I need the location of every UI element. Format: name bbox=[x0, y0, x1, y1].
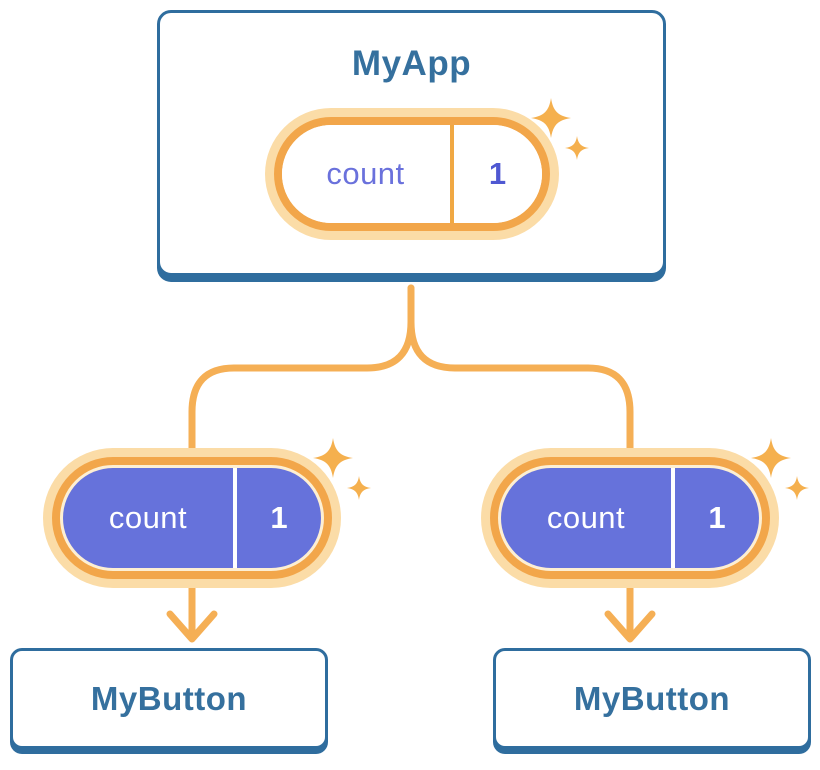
arrowhead-right-icon bbox=[604, 610, 656, 643]
state-name-label: count bbox=[108, 500, 188, 535]
state-value-label: 1 bbox=[270, 500, 288, 535]
root-component-card: MyApp count 1 bbox=[157, 10, 666, 276]
pill-halo: count 1 bbox=[264, 108, 559, 240]
pill-divider bbox=[233, 468, 237, 568]
connector-branch-left bbox=[188, 284, 415, 639]
pill-halo: count 1 bbox=[43, 448, 341, 588]
state-value-label: 1 bbox=[488, 156, 507, 191]
pill-divider bbox=[449, 125, 454, 223]
pill-ring: count 1 bbox=[490, 457, 770, 579]
pill-divider bbox=[671, 468, 675, 568]
arrowhead-left-icon bbox=[166, 610, 218, 643]
pill-ring: count 1 bbox=[52, 457, 332, 579]
state-name-label: count bbox=[546, 500, 626, 535]
pill-ring: count 1 bbox=[273, 117, 550, 231]
pill-body: count 1 bbox=[501, 468, 759, 568]
child-component-title: MyButton bbox=[90, 679, 248, 717]
pill-body: count 1 bbox=[281, 125, 542, 223]
child-state-pill-left: count 1 bbox=[43, 438, 371, 588]
child-component-card-left: MyButton bbox=[10, 648, 328, 749]
pill-body: count 1 bbox=[63, 468, 321, 568]
root-component-title: MyApp bbox=[351, 44, 472, 83]
state-value-label: 1 bbox=[708, 500, 726, 535]
pill-halo: count 1 bbox=[481, 448, 779, 588]
connector-branch-right bbox=[407, 284, 634, 639]
state-name-label: count bbox=[326, 156, 405, 191]
child-state-pill-right: count 1 bbox=[481, 438, 809, 588]
child-component-title: MyButton bbox=[573, 679, 731, 717]
root-state-pill: count 1 bbox=[264, 98, 589, 240]
child-component-card-right: MyButton bbox=[493, 648, 811, 749]
